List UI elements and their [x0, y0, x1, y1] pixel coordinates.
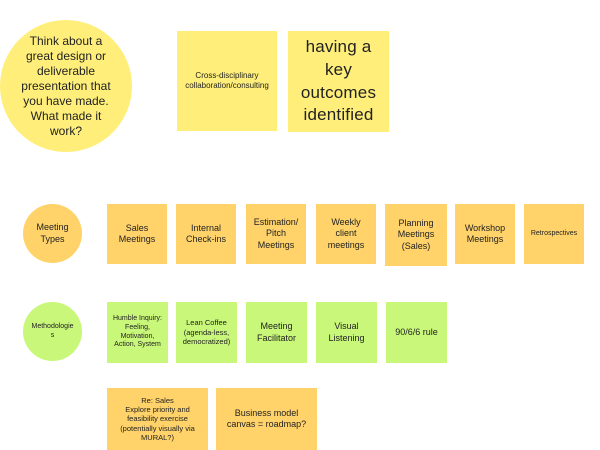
prompt-circle[interactable]: Think about a great design or deliverabl…	[0, 20, 132, 152]
sticky-note-text: having a key outcomes identified	[300, 36, 377, 125]
methodologies-label-circle[interactable]: Methodologie s	[23, 302, 82, 361]
sticky-note-text: 90/6/6 rule	[395, 326, 438, 337]
sticky-note-weekly-client[interactable]: Weekly client meetings	[316, 204, 376, 264]
sticky-note-text: Workshop Meetings	[464, 222, 506, 244]
sticky-note-sales-meetings[interactable]: Sales Meetings	[107, 204, 167, 264]
meeting-types-label-circle[interactable]: Meeting Types	[23, 204, 82, 263]
sticky-note-estimation-pitch[interactable]: Estimation/ Pitch Meetings	[246, 204, 306, 264]
methodologies-label: Methodologie s	[31, 322, 74, 339]
sticky-note-sales-exercise[interactable]: Re: Sales Explore priority and feasibili…	[107, 388, 208, 450]
sticky-note-planning-sales[interactable]: Planning Meetings (Sales)	[385, 204, 447, 266]
sticky-note-meeting-facilitator[interactable]: Meeting Facilitator	[246, 302, 307, 363]
sticky-note-business-model-canvas[interactable]: Business model canvas = roadmap?	[216, 388, 317, 450]
sticky-note-key-outcomes[interactable]: having a key outcomes identified	[288, 31, 389, 132]
sticky-note-text: Business model canvas = roadmap?	[226, 407, 307, 429]
sticky-note-text: Retrospectives	[530, 229, 578, 237]
sticky-note-text: Cross-disciplinary collaboration/consult…	[185, 71, 269, 90]
sticky-note-text: Planning Meetings (Sales)	[397, 218, 435, 251]
sticky-note-humble-inquiry[interactable]: Humble Inquiry: Feeling, Motivation, Act…	[107, 302, 168, 363]
sticky-note-text: Estimation/ Pitch Meetings	[253, 217, 299, 250]
sticky-note-retrospectives[interactable]: Retrospectives	[524, 204, 584, 264]
sticky-note-text: Visual Listening	[328, 321, 365, 343]
sticky-note-internal-checkins[interactable]: Internal Check-ins	[176, 204, 236, 264]
sticky-note-text: Internal Check-ins	[185, 222, 226, 244]
sticky-note-workshop[interactable]: Workshop Meetings	[455, 204, 515, 264]
prompt-text: Think about a great design or deliverabl…	[21, 33, 111, 138]
sticky-note-visual-listening[interactable]: Visual Listening	[316, 302, 377, 363]
sticky-note-collaboration[interactable]: Cross-disciplinary collaboration/consult…	[177, 31, 277, 131]
sticky-note-text: Weekly client meetings	[327, 217, 365, 250]
sticky-note-text: Humble Inquiry: Feeling, Motivation, Act…	[112, 315, 163, 349]
sticky-note-text: Meeting Facilitator	[256, 321, 296, 343]
sticky-note-text: Re: Sales Explore priority and feasibili…	[120, 395, 195, 443]
meeting-types-label: Meeting Types	[36, 222, 69, 244]
sticky-note-text: Lean Coffee (agenda-less, democratized)	[182, 318, 231, 347]
sticky-note-lean-coffee[interactable]: Lean Coffee (agenda-less, democratized)	[176, 302, 237, 363]
sticky-note-90-6-6-rule[interactable]: 90/6/6 rule	[386, 302, 447, 363]
sticky-note-text: Sales Meetings	[118, 222, 156, 244]
